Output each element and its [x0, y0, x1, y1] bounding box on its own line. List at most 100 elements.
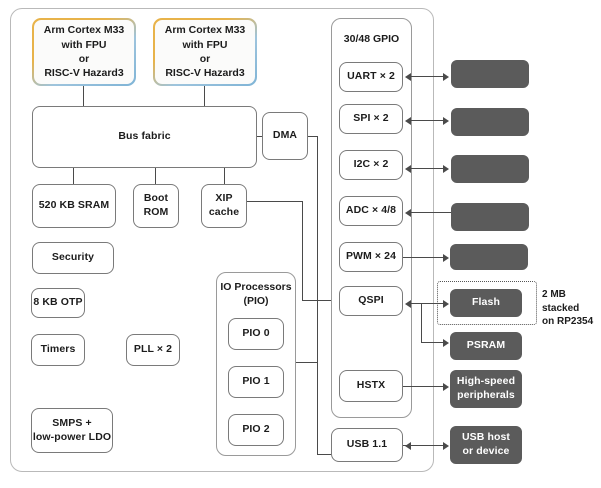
connector-qspi-psram-v — [421, 303, 423, 343]
dma-block[interactable]: DMA — [262, 112, 308, 160]
connector-i2c-external — [409, 168, 447, 170]
sram-block[interactable]: 520 KB SRAM — [32, 184, 116, 228]
flash-note-line2: on RP2354 — [542, 316, 594, 327]
connector-pwm-external — [403, 257, 445, 259]
external-uart-peripheral[interactable] — [444, 54, 529, 88]
adc-label: ADC × 4/8 — [345, 204, 397, 217]
cpu-core-1-label: Arm Cortex M33 with FPU or RISC-V Hazard… — [154, 19, 256, 85]
external-usb-line2: or device — [462, 445, 510, 457]
connector-cpu0-bus — [83, 86, 85, 106]
arrow-uart-in — [405, 72, 411, 81]
spi-block[interactable]: SPI × 2 — [339, 104, 403, 134]
arrow-usb-out — [443, 441, 449, 450]
cpu1-line4: RISC-V Hazard3 — [165, 67, 245, 80]
pio-2-block[interactable]: PIO 2 — [228, 414, 284, 446]
cpu0-line4: RISC-V Hazard3 — [44, 67, 124, 80]
dma-label: DMA — [272, 129, 298, 142]
cpu-core-1[interactable]: Arm Cortex M33 with FPU or RISC-V Hazard… — [153, 18, 257, 86]
xip-cache-line1: XIP — [215, 192, 233, 205]
external-psram[interactable]: PSRAM — [450, 332, 522, 360]
external-pwm-peripheral[interactable] — [450, 244, 528, 270]
timers-label: Timers — [40, 343, 76, 356]
external-flash-label: Flash — [472, 296, 500, 309]
flash-note-line1: 2 MB stacked — [542, 289, 580, 314]
arrow-hstx-out — [443, 382, 449, 391]
pio-0-label: PIO 0 — [242, 327, 270, 340]
cpu1-line3: or — [199, 53, 211, 65]
flash-stacked-note: 2 MB stacked on RP2354 — [542, 288, 601, 329]
pll-label: PLL × 2 — [133, 343, 173, 356]
smps-ldo-block[interactable]: SMPS + low-power LDO — [31, 408, 113, 453]
connector-usb-external — [403, 445, 445, 447]
connector-spi-external — [409, 120, 447, 122]
xip-cache-line2: cache — [208, 206, 240, 218]
i2c-block[interactable]: I2C × 2 — [339, 150, 403, 180]
cpu1-line1: Arm Cortex M33 — [164, 24, 246, 37]
connector-cpu1-bus — [204, 86, 206, 106]
security-block[interactable]: Security — [32, 242, 114, 274]
pll-block[interactable]: PLL × 2 — [126, 334, 180, 366]
external-hsp-line1: High-speed — [456, 375, 516, 388]
connector-bus-bootrom — [155, 168, 157, 184]
pwm-block[interactable]: PWM × 24 — [339, 242, 403, 272]
i2c-label: I2C × 2 — [353, 158, 389, 171]
otp-label: 8 KB OTP — [33, 296, 83, 309]
connector-bus-pio — [296, 362, 318, 364]
connector-main-bus-vertical — [317, 136, 319, 455]
pio-1-block[interactable]: PIO 1 — [228, 366, 284, 398]
cpu-core-0[interactable]: Arm Cortex M33 with FPU or RISC-V Hazard… — [32, 18, 136, 86]
arrow-i2c-out — [443, 164, 449, 173]
qspi-block[interactable]: QSPI — [339, 286, 403, 316]
adc-block[interactable]: ADC × 4/8 — [339, 196, 403, 226]
boot-rom-block[interactable]: Boot ROM — [133, 184, 179, 228]
connector-hstx-external — [403, 386, 445, 388]
pio-group-title: IO Processors (PIO) — [216, 281, 296, 308]
bus-fabric-label: Bus fabric — [118, 130, 171, 143]
usb-block[interactable]: USB 1.1 — [331, 428, 403, 462]
gpio-group-header: 30/48 GPIO — [331, 33, 412, 47]
arrow-uart-out — [443, 72, 449, 81]
arrow-usb-in — [405, 441, 411, 450]
connector-bus-sram — [73, 168, 75, 184]
uart-label: UART × 2 — [347, 70, 395, 83]
arrow-pwm-out — [443, 253, 449, 262]
external-i2c-peripheral[interactable] — [444, 149, 529, 183]
arrow-psram-in — [443, 338, 449, 347]
hstx-label: HSTX — [356, 379, 386, 392]
external-spi-peripheral[interactable] — [444, 102, 529, 136]
timers-block[interactable]: Timers — [31, 334, 85, 366]
connector-xip-qspi-v — [302, 201, 304, 301]
cpu1-line2: with FPU — [182, 38, 228, 51]
uart-block[interactable]: UART × 2 — [339, 62, 403, 92]
usb-label: USB 1.1 — [346, 438, 388, 451]
pio-0-block[interactable]: PIO 0 — [228, 318, 284, 350]
cpu0-line1: Arm Cortex M33 — [43, 24, 125, 37]
arrow-spi-in — [405, 116, 411, 125]
external-usb-host-or-device[interactable]: USB host or device — [450, 426, 522, 464]
xip-cache-block[interactable]: XIP cache — [201, 184, 247, 228]
external-high-speed-peripherals[interactable]: High-speed peripherals — [450, 370, 522, 408]
pio-title-line1: IO Processors — [220, 281, 292, 293]
connector-uart-external — [409, 76, 447, 78]
otp-block[interactable]: 8 KB OTP — [31, 288, 85, 318]
arrow-adc-in — [405, 208, 411, 217]
smps-line2: low-power LDO — [32, 430, 112, 443]
external-adc-peripheral[interactable] — [444, 197, 529, 231]
bus-fabric[interactable]: Bus fabric — [32, 106, 257, 168]
cpu-core-0-label: Arm Cortex M33 with FPU or RISC-V Hazard… — [33, 19, 135, 85]
pio-2-label: PIO 2 — [242, 423, 270, 436]
arrow-i2c-in — [405, 164, 411, 173]
boot-rom-line1: Boot — [143, 192, 169, 205]
sram-label: 520 KB SRAM — [38, 199, 110, 212]
cpu0-line3: or — [78, 53, 90, 65]
hstx-block[interactable]: HSTX — [339, 370, 403, 402]
pio-1-label: PIO 1 — [242, 375, 270, 388]
connector-bus-to-dma-join — [308, 136, 318, 138]
external-flash[interactable]: Flash — [450, 289, 522, 317]
connector-qspi-psram-h — [421, 342, 447, 344]
external-psram-label: PSRAM — [466, 339, 506, 352]
connector-xip-qspi-h2 — [302, 300, 338, 302]
gpio-header-label: 30/48 GPIO — [343, 33, 400, 45]
smps-line1: SMPS + — [52, 416, 92, 429]
